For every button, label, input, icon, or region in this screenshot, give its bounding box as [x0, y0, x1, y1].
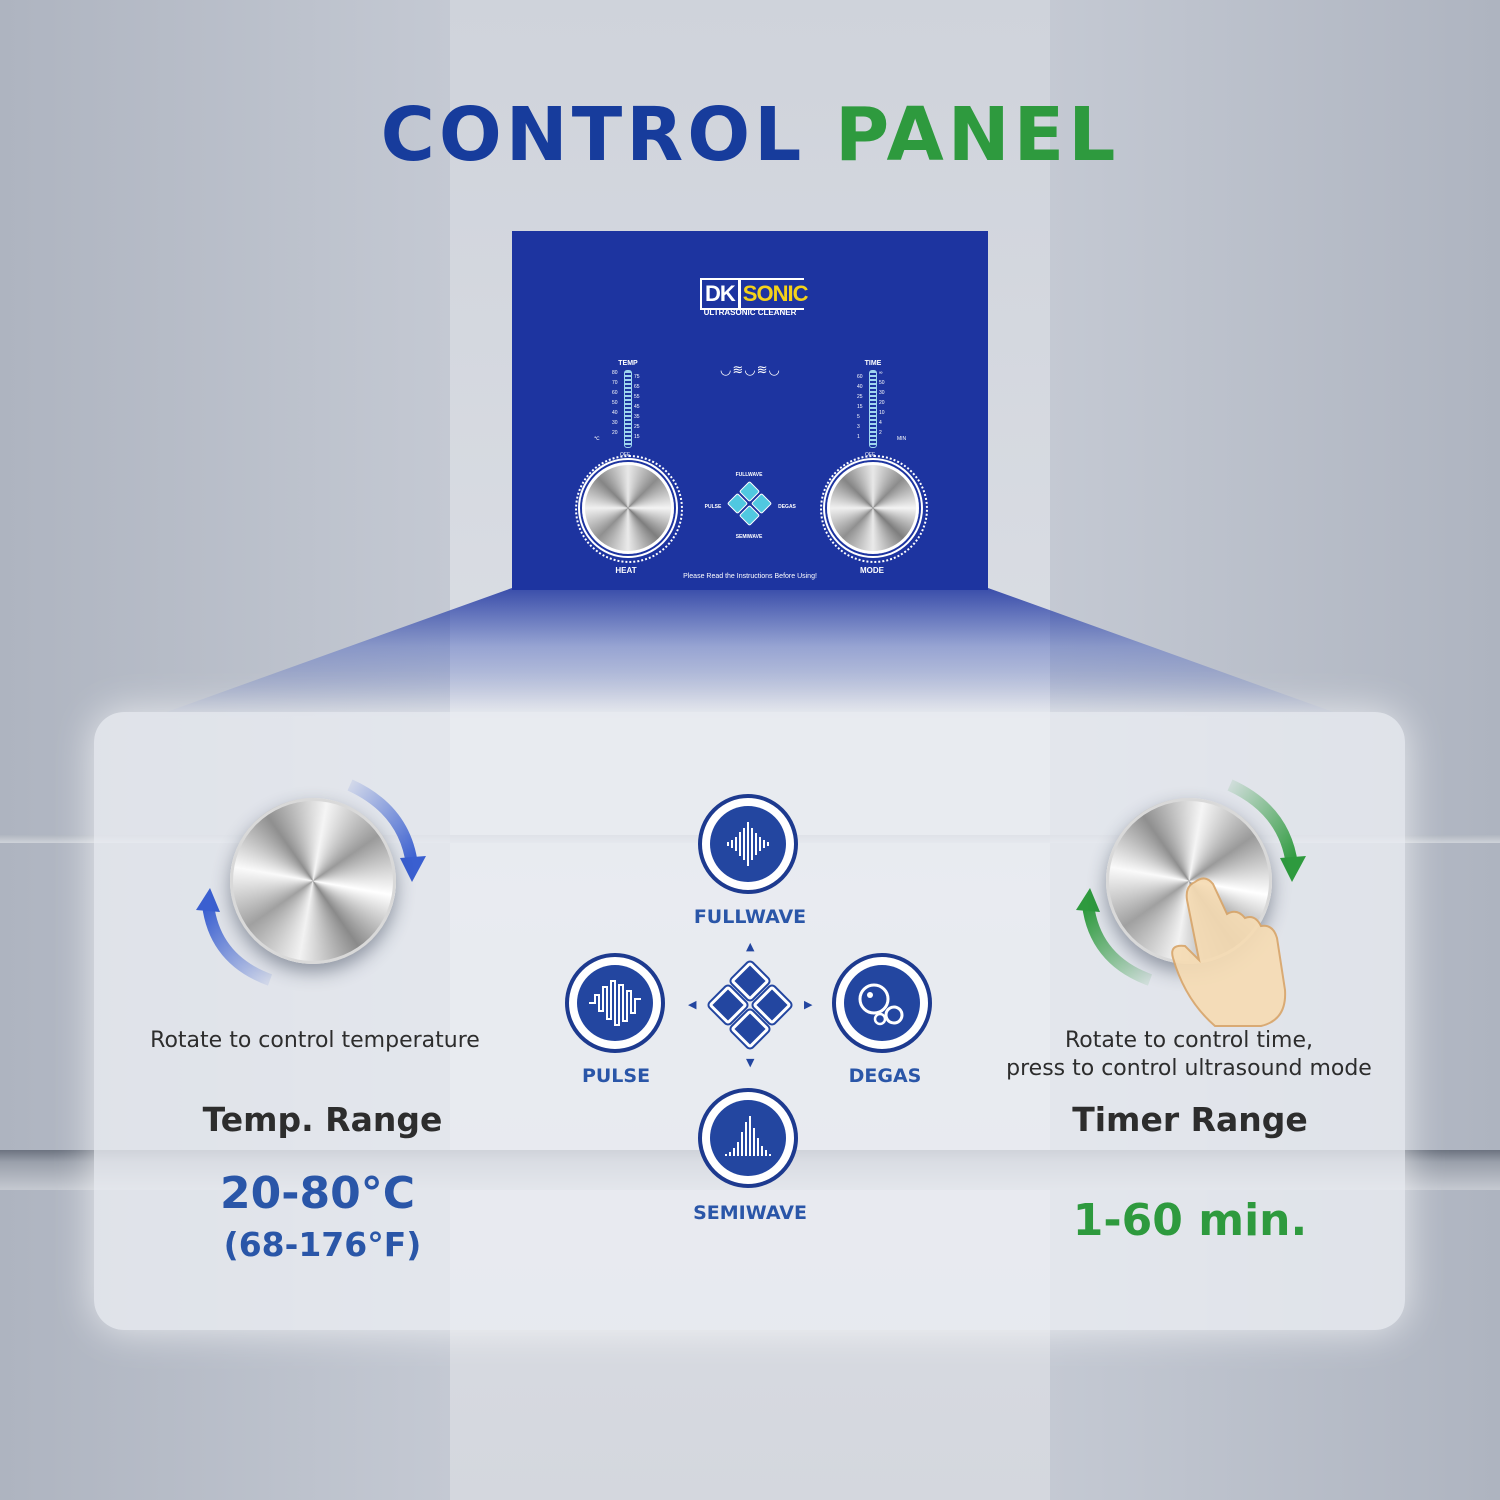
device-control-panel: DK SONIC ULTRASONIC CLEANER ◡≋◡≋◡ TEMP 8…: [512, 231, 988, 590]
tick: 65: [634, 384, 640, 390]
time-scale-label: TIME: [864, 360, 882, 367]
tick: 20: [879, 400, 885, 406]
tick: 20: [612, 430, 618, 436]
heat-knob[interactable]: [582, 462, 674, 554]
temperature-description: Rotate to control temperature: [150, 1028, 480, 1053]
tick: 10: [879, 410, 885, 416]
logo-subtitle: ULTRASONIC CLEANER: [703, 308, 797, 317]
tick: 50: [612, 400, 618, 406]
mini-degas-label: DEGAS: [778, 504, 796, 510]
tick: 3: [857, 424, 860, 430]
degas-bubbles-icon: [858, 983, 904, 1026]
tick: 5: [857, 414, 860, 420]
mini-fullwave-label: FULLWAVE: [735, 472, 763, 478]
temp-scale-label: TEMP: [618, 360, 638, 367]
tick: 40: [612, 410, 618, 416]
arrow-left-icon: ◀: [688, 998, 697, 1011]
time-unit: MIN: [897, 436, 907, 442]
temp-scale: TEMP 80 70 60 50 40 30 20 75 65 55 45 35…: [594, 360, 648, 465]
pointing-hand-icon: [1171, 877, 1287, 1027]
logo-dk: DK: [702, 280, 738, 308]
page-title: CONTROL PANEL: [0, 92, 1500, 178]
tick: 70: [612, 380, 618, 386]
tick: 35: [634, 414, 640, 420]
timer-description-line2: press to control ultrasound mode: [1006, 1056, 1372, 1081]
tick: 75: [634, 374, 640, 380]
temperature-knob[interactable]: [230, 798, 396, 964]
semiwave-mode-icon: [698, 1088, 798, 1188]
degas-mode-icon: [832, 953, 932, 1053]
rotate-arrows-green-icon: [1076, 779, 1306, 986]
timer-range-value: 1-60 min.: [1072, 1195, 1308, 1246]
time-scale-bar: [869, 370, 877, 448]
arrow-right-icon: ▶: [804, 998, 813, 1011]
arrow-up-icon: ▲: [746, 940, 755, 953]
semiwave-wave-icon: [725, 1116, 771, 1156]
temp-range-fahrenheit: (68-176°F): [223, 1225, 422, 1264]
tick: 4: [879, 420, 882, 426]
degas-label: DEGAS: [848, 1065, 922, 1087]
fullwave-wave-icon: [727, 822, 769, 866]
wash-symbols-icon: ◡≋◡≋◡: [720, 363, 781, 378]
tick: ∞: [879, 370, 883, 376]
mini-pulse-label: PULSE: [704, 504, 722, 510]
tick: 50: [879, 380, 885, 386]
pulse-mode-icon: [565, 953, 665, 1053]
temp-range-celsius: 20-80°C: [219, 1168, 415, 1219]
timer-range-heading: Timer Range: [1072, 1100, 1308, 1139]
tick: 40: [857, 384, 863, 390]
semiwave-label: SEMIWAVE: [693, 1202, 807, 1224]
tick: 60: [612, 390, 618, 396]
mode-selector-buttons: [708, 961, 792, 1049]
fullwave-label: FULLWAVE: [693, 906, 807, 928]
tick: 30: [612, 420, 618, 426]
mini-mode-buttons: [724, 480, 774, 534]
tick: 80: [612, 370, 618, 376]
tick: 25: [634, 424, 640, 430]
mode-knob[interactable]: [827, 462, 919, 554]
rotate-arrows-blue-icon: [196, 779, 426, 986]
time-scale: TIME 60 40 25 15 5 3 1 ∞ 50 30 20 10 4 2…: [853, 360, 906, 465]
arrow-down-icon: ▼: [746, 1056, 755, 1069]
temp-unit: ℃: [594, 436, 600, 442]
panel-notice: Please Read the Instructions Before Usin…: [683, 573, 817, 580]
tick: 2: [879, 430, 882, 436]
tick: 55: [634, 394, 640, 400]
timer-description-line1: Rotate to control time,: [1064, 1028, 1314, 1053]
tick: 15: [857, 404, 863, 410]
title-part-control: CONTROL: [380, 92, 806, 178]
tick: 45: [634, 404, 640, 410]
temp-range-heading: Temp. Range: [202, 1100, 443, 1139]
logo-sonic: SONIC: [740, 280, 810, 308]
mode-knob-ring: [820, 455, 928, 563]
temp-scale-bar: [624, 370, 632, 448]
mini-semiwave-label: SEMIWAVE: [735, 534, 763, 540]
tick: 60: [857, 374, 863, 380]
title-part-panel: PANEL: [835, 92, 1120, 178]
brand-logo: DK SONIC: [700, 278, 810, 310]
pulse-wave-icon: [589, 980, 641, 1026]
heat-label: HEAT: [615, 566, 637, 575]
tick: 15: [634, 434, 640, 440]
tick: 30: [879, 390, 885, 396]
tick: 1: [857, 434, 860, 440]
heat-knob-ring: [575, 455, 683, 563]
mode-label: MODE: [860, 566, 884, 575]
pulse-label: PULSE: [581, 1065, 651, 1087]
fullwave-mode-icon: [698, 794, 798, 894]
tick: 25: [857, 394, 863, 400]
